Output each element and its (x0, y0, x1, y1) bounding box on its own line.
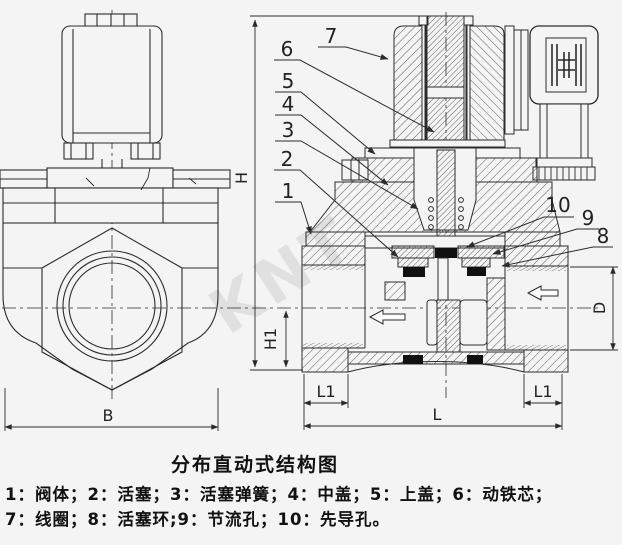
external-view (0, 13, 231, 391)
dim-L1-left: L1 (303, 374, 349, 408)
flow-arrow-left (368, 309, 406, 325)
dimensions: H H1 B L L1 L1 (4, 15, 618, 431)
piston-spring (428, 197, 464, 230)
dim-H1-label: H1 (261, 328, 280, 350)
bonnet-flange (46, 167, 174, 189)
seat-seal-left (403, 355, 423, 364)
dim-D-label: D (590, 302, 609, 314)
coil-outline (61, 25, 163, 144)
svg-text:5: 5 (282, 69, 295, 93)
pilot-hole-seal (435, 248, 457, 258)
armature-core (418, 15, 474, 151)
mounting-nuts (63, 142, 161, 160)
legend-line-2: 7：线圈；8：活塞环;9：节流孔；10：先导孔。 (5, 510, 391, 529)
callout-7: 7 (318, 24, 389, 60)
svg-text:6: 6 (281, 37, 294, 61)
side-ports (0, 169, 231, 189)
section-view (301, 15, 599, 373)
valve-body-front (2, 187, 219, 391)
callout-10: 10 (466, 193, 574, 248)
svg-text:7: 7 (325, 24, 338, 48)
dim-H1: H1 (261, 310, 289, 368)
dim-L1-right: L1 (523, 374, 563, 408)
port-hex-nut (41, 227, 183, 391)
dim-B-label: B (103, 406, 114, 425)
callout-4: 4 (275, 92, 389, 186)
dim-L: L (303, 374, 563, 430)
callout-2: 2 (274, 147, 399, 258)
callout-8: 8 (501, 224, 613, 268)
flow-arrow-right (526, 285, 559, 301)
coil-lead-wire (140, 167, 151, 191)
valve-seat-column (436, 299, 461, 353)
svg-text:9: 9 (582, 206, 595, 230)
piston-ring-left (403, 267, 425, 277)
cable-gland (532, 166, 596, 181)
part-callouts: 7 6 5 4 3 2 1 10 (274, 24, 613, 268)
svg-text:1: 1 (282, 179, 295, 203)
diagram-title: 分布直动式结构图 (170, 454, 339, 476)
connector-stem (539, 103, 589, 159)
svg-text:4: 4 (282, 92, 295, 116)
callout-5: 5 (275, 69, 376, 155)
callout-1: 1 (275, 179, 312, 235)
svg-text:2: 2 (281, 147, 294, 171)
svg-text:3: 3 (282, 118, 295, 142)
coil-section-right (469, 25, 505, 141)
piston (364, 235, 506, 277)
port-opening-outer (56, 250, 168, 362)
svg-text:10: 10 (545, 193, 570, 217)
callout-3: 3 (275, 118, 419, 210)
dim-H: H (232, 15, 427, 371)
electrical-connector (504, 25, 599, 181)
port-opening-inner (68, 262, 156, 350)
dim-B: B (4, 388, 219, 431)
coil-section-left (393, 25, 423, 141)
connector-terminal-symbol (551, 44, 582, 86)
svg-text:8: 8 (597, 224, 610, 248)
pilot-stem (436, 149, 456, 251)
dim-L1-left-label: L1 (316, 382, 335, 401)
piston-ring-right (467, 267, 486, 276)
dim-D: D (570, 266, 618, 351)
dim-L1-right-label: L1 (533, 382, 552, 401)
callout-6: 6 (274, 37, 435, 133)
valve-diagram: KNT (0, 10, 618, 431)
port-opening-mid (62, 256, 162, 356)
dim-H-label: H (232, 172, 251, 184)
callout-9: 9 (492, 206, 599, 255)
inlet-port-right (504, 245, 569, 373)
dim-L-label: L (433, 405, 442, 424)
seat-seal-right (467, 355, 483, 364)
legend-line-1: 1：阀体；2：活塞；3：活塞弹簧；4：中盖；5：上盖；6：动铁芯； (5, 485, 553, 504)
